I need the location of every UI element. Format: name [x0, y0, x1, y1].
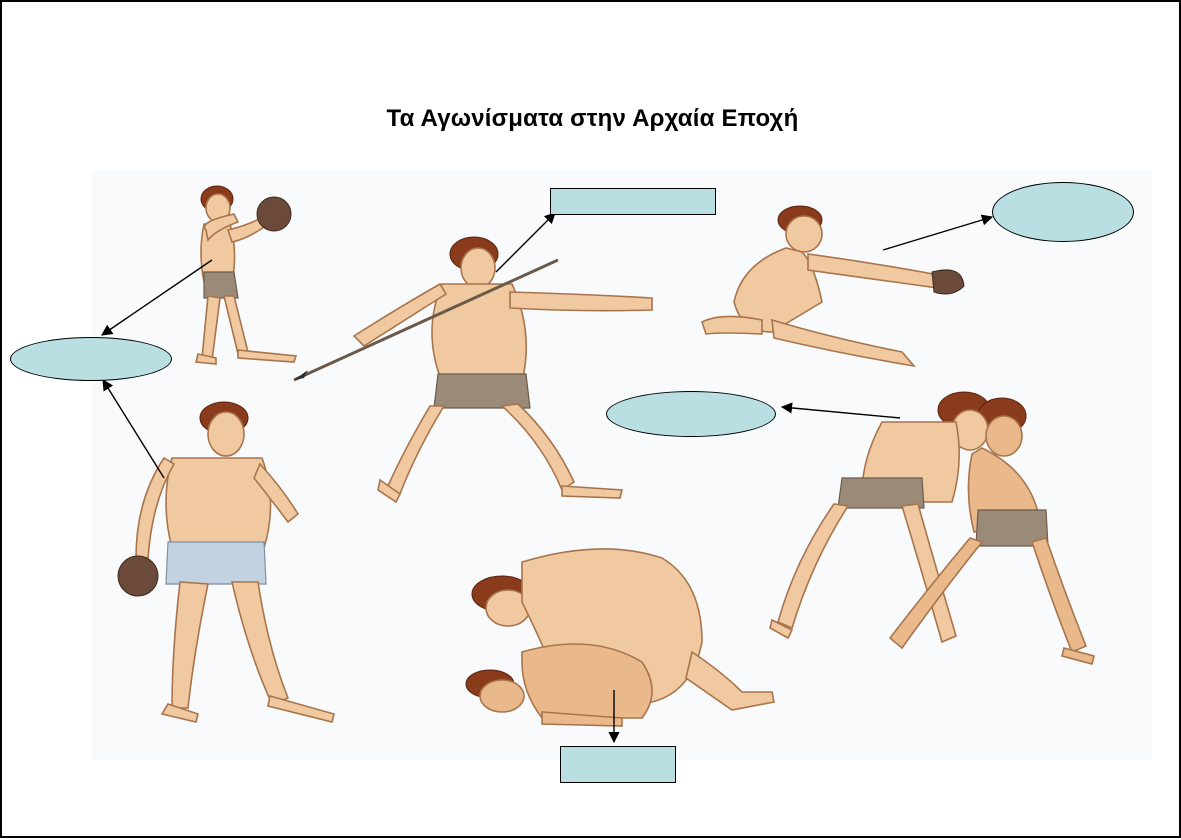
- blank-top-right-ellipse[interactable]: [992, 182, 1134, 242]
- blank-left-ellipse[interactable]: [10, 337, 172, 381]
- blank-bottom-rectangle[interactable]: [560, 746, 676, 783]
- blank-middle-ellipse[interactable]: [606, 391, 776, 437]
- blank-top-rectangle[interactable]: [550, 188, 716, 215]
